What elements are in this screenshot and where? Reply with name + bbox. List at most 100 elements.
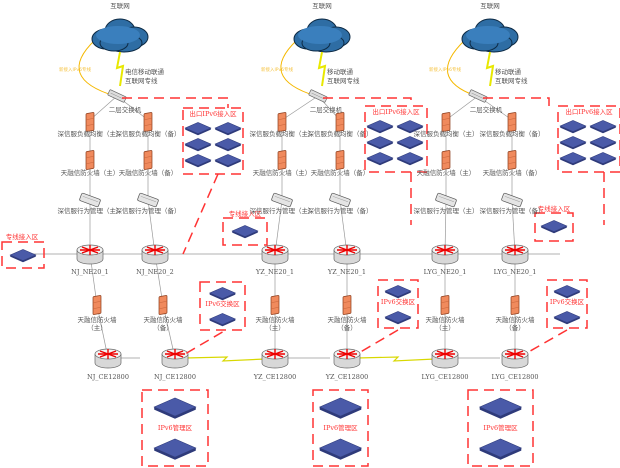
appliance-ports xyxy=(332,196,348,203)
device-top xyxy=(184,122,212,134)
device-top xyxy=(184,154,212,166)
device-side xyxy=(209,319,236,327)
device-side xyxy=(479,448,522,460)
firewall-label: （备） xyxy=(337,323,357,332)
load-balancer-label: 深信服负载均衡（主） xyxy=(250,129,315,138)
device-top xyxy=(396,152,424,164)
switch-label: 二层交换机 xyxy=(470,105,503,114)
behavior-manager-icon xyxy=(271,192,293,208)
firewall-body xyxy=(270,295,280,315)
switch-ports xyxy=(311,92,325,100)
behavior-manager-icon xyxy=(501,192,523,208)
server-device-icon xyxy=(559,120,587,134)
behavior-manager-label: 深信服行为管理（备） xyxy=(116,206,181,215)
router-icon xyxy=(501,244,529,265)
device-top xyxy=(208,287,237,299)
device-side xyxy=(590,158,616,166)
device-side xyxy=(554,291,580,299)
device-side xyxy=(397,126,423,134)
device-side xyxy=(10,255,36,263)
device-top xyxy=(184,138,212,150)
appliance-body xyxy=(435,192,457,208)
server-device-icon xyxy=(184,138,212,152)
firewall-label: 天融信防火墙（主） xyxy=(417,168,476,177)
firewall-brick xyxy=(86,162,94,164)
firewall-brick xyxy=(144,118,152,120)
cloud-label: 互联网 xyxy=(110,1,130,10)
router-label: YZ_NE20_1 xyxy=(255,268,294,276)
router-label: YZ_NE20_1 xyxy=(327,268,366,276)
firewall-brick xyxy=(343,301,351,303)
firewall-icon xyxy=(143,112,153,132)
device-top xyxy=(153,438,197,458)
firewall-brick xyxy=(336,156,344,158)
router-icon xyxy=(161,348,189,369)
zone-connector xyxy=(524,329,568,355)
firewall-brick xyxy=(93,301,101,303)
device-side xyxy=(397,158,423,166)
load-balancer-label: 深信服负载均衡（备） xyxy=(480,129,545,138)
core-switch-label: YZ_CE12800 xyxy=(325,373,368,381)
cloud-label: 互联网 xyxy=(312,1,332,10)
device-top xyxy=(559,136,587,148)
ipv6-leased-line-arc xyxy=(280,39,317,97)
zone-connector xyxy=(483,97,550,106)
device-top xyxy=(214,154,242,166)
appliance-body xyxy=(271,192,293,208)
router-icon xyxy=(333,348,361,369)
behavior-manager-icon xyxy=(435,192,457,208)
device-top xyxy=(384,311,412,323)
server-device-icon xyxy=(366,152,394,166)
ipv6-management-zone-label: IPv6管理区 xyxy=(158,423,193,432)
device-top xyxy=(559,120,587,132)
router-icon xyxy=(94,348,122,369)
firewall-body xyxy=(507,150,517,170)
firewall-brick xyxy=(86,118,94,120)
core-switch-label: YZ_CE12800 xyxy=(253,373,296,381)
firewall-brick xyxy=(278,118,286,120)
appliance-body xyxy=(501,192,523,208)
device-top xyxy=(366,152,394,164)
cloud-icon xyxy=(461,18,519,53)
device-top xyxy=(553,311,581,323)
isp-link-label: 移动联通 xyxy=(327,67,354,76)
firewall-brick xyxy=(442,162,450,164)
server-device-icon xyxy=(153,438,197,460)
firewall-label: 天融信防火墙 xyxy=(256,315,296,324)
firewall-label: 天融信防火墙 xyxy=(78,315,118,324)
device-side xyxy=(590,142,616,150)
load-balancer-label: 深信服负载均衡（主） xyxy=(58,129,123,138)
firewall-icon xyxy=(92,295,102,315)
firewall-brick xyxy=(511,307,519,309)
device-top xyxy=(589,152,617,164)
firewall-label: 天融信防火墙（备） xyxy=(483,168,542,177)
firewall-icon xyxy=(441,112,451,132)
device-top xyxy=(318,438,363,458)
firewall-body xyxy=(277,112,287,132)
router-label: NJ_NE20_2 xyxy=(136,268,174,276)
firewall-brick xyxy=(271,307,279,309)
server-device-icon xyxy=(208,313,237,327)
device-top xyxy=(540,220,568,232)
device-side xyxy=(560,158,586,166)
device-side xyxy=(385,291,411,299)
core-switch-label: NJ_CE12800 xyxy=(87,373,129,381)
appliance-ports xyxy=(140,196,156,203)
firewall-brick xyxy=(86,124,94,126)
server-device-icon xyxy=(478,438,523,460)
firewall-icon xyxy=(440,295,450,315)
appliance-ports xyxy=(82,196,98,203)
lightning-link-icon xyxy=(356,356,436,362)
device-side xyxy=(185,144,211,152)
link-line xyxy=(89,95,118,121)
ipv6-management-zone-label: IPv6管理区 xyxy=(323,423,358,432)
load-balancer-label: 深信服负载均衡（备） xyxy=(308,129,373,138)
zone-connector xyxy=(323,97,412,106)
server-device-icon xyxy=(366,136,394,150)
firewall-icon xyxy=(85,150,95,170)
firewall-brick xyxy=(86,156,94,158)
device-top xyxy=(366,136,394,148)
firewall-label: 天融信防火墙 xyxy=(426,315,466,324)
device-side xyxy=(215,128,241,136)
zone-connector xyxy=(122,97,229,108)
